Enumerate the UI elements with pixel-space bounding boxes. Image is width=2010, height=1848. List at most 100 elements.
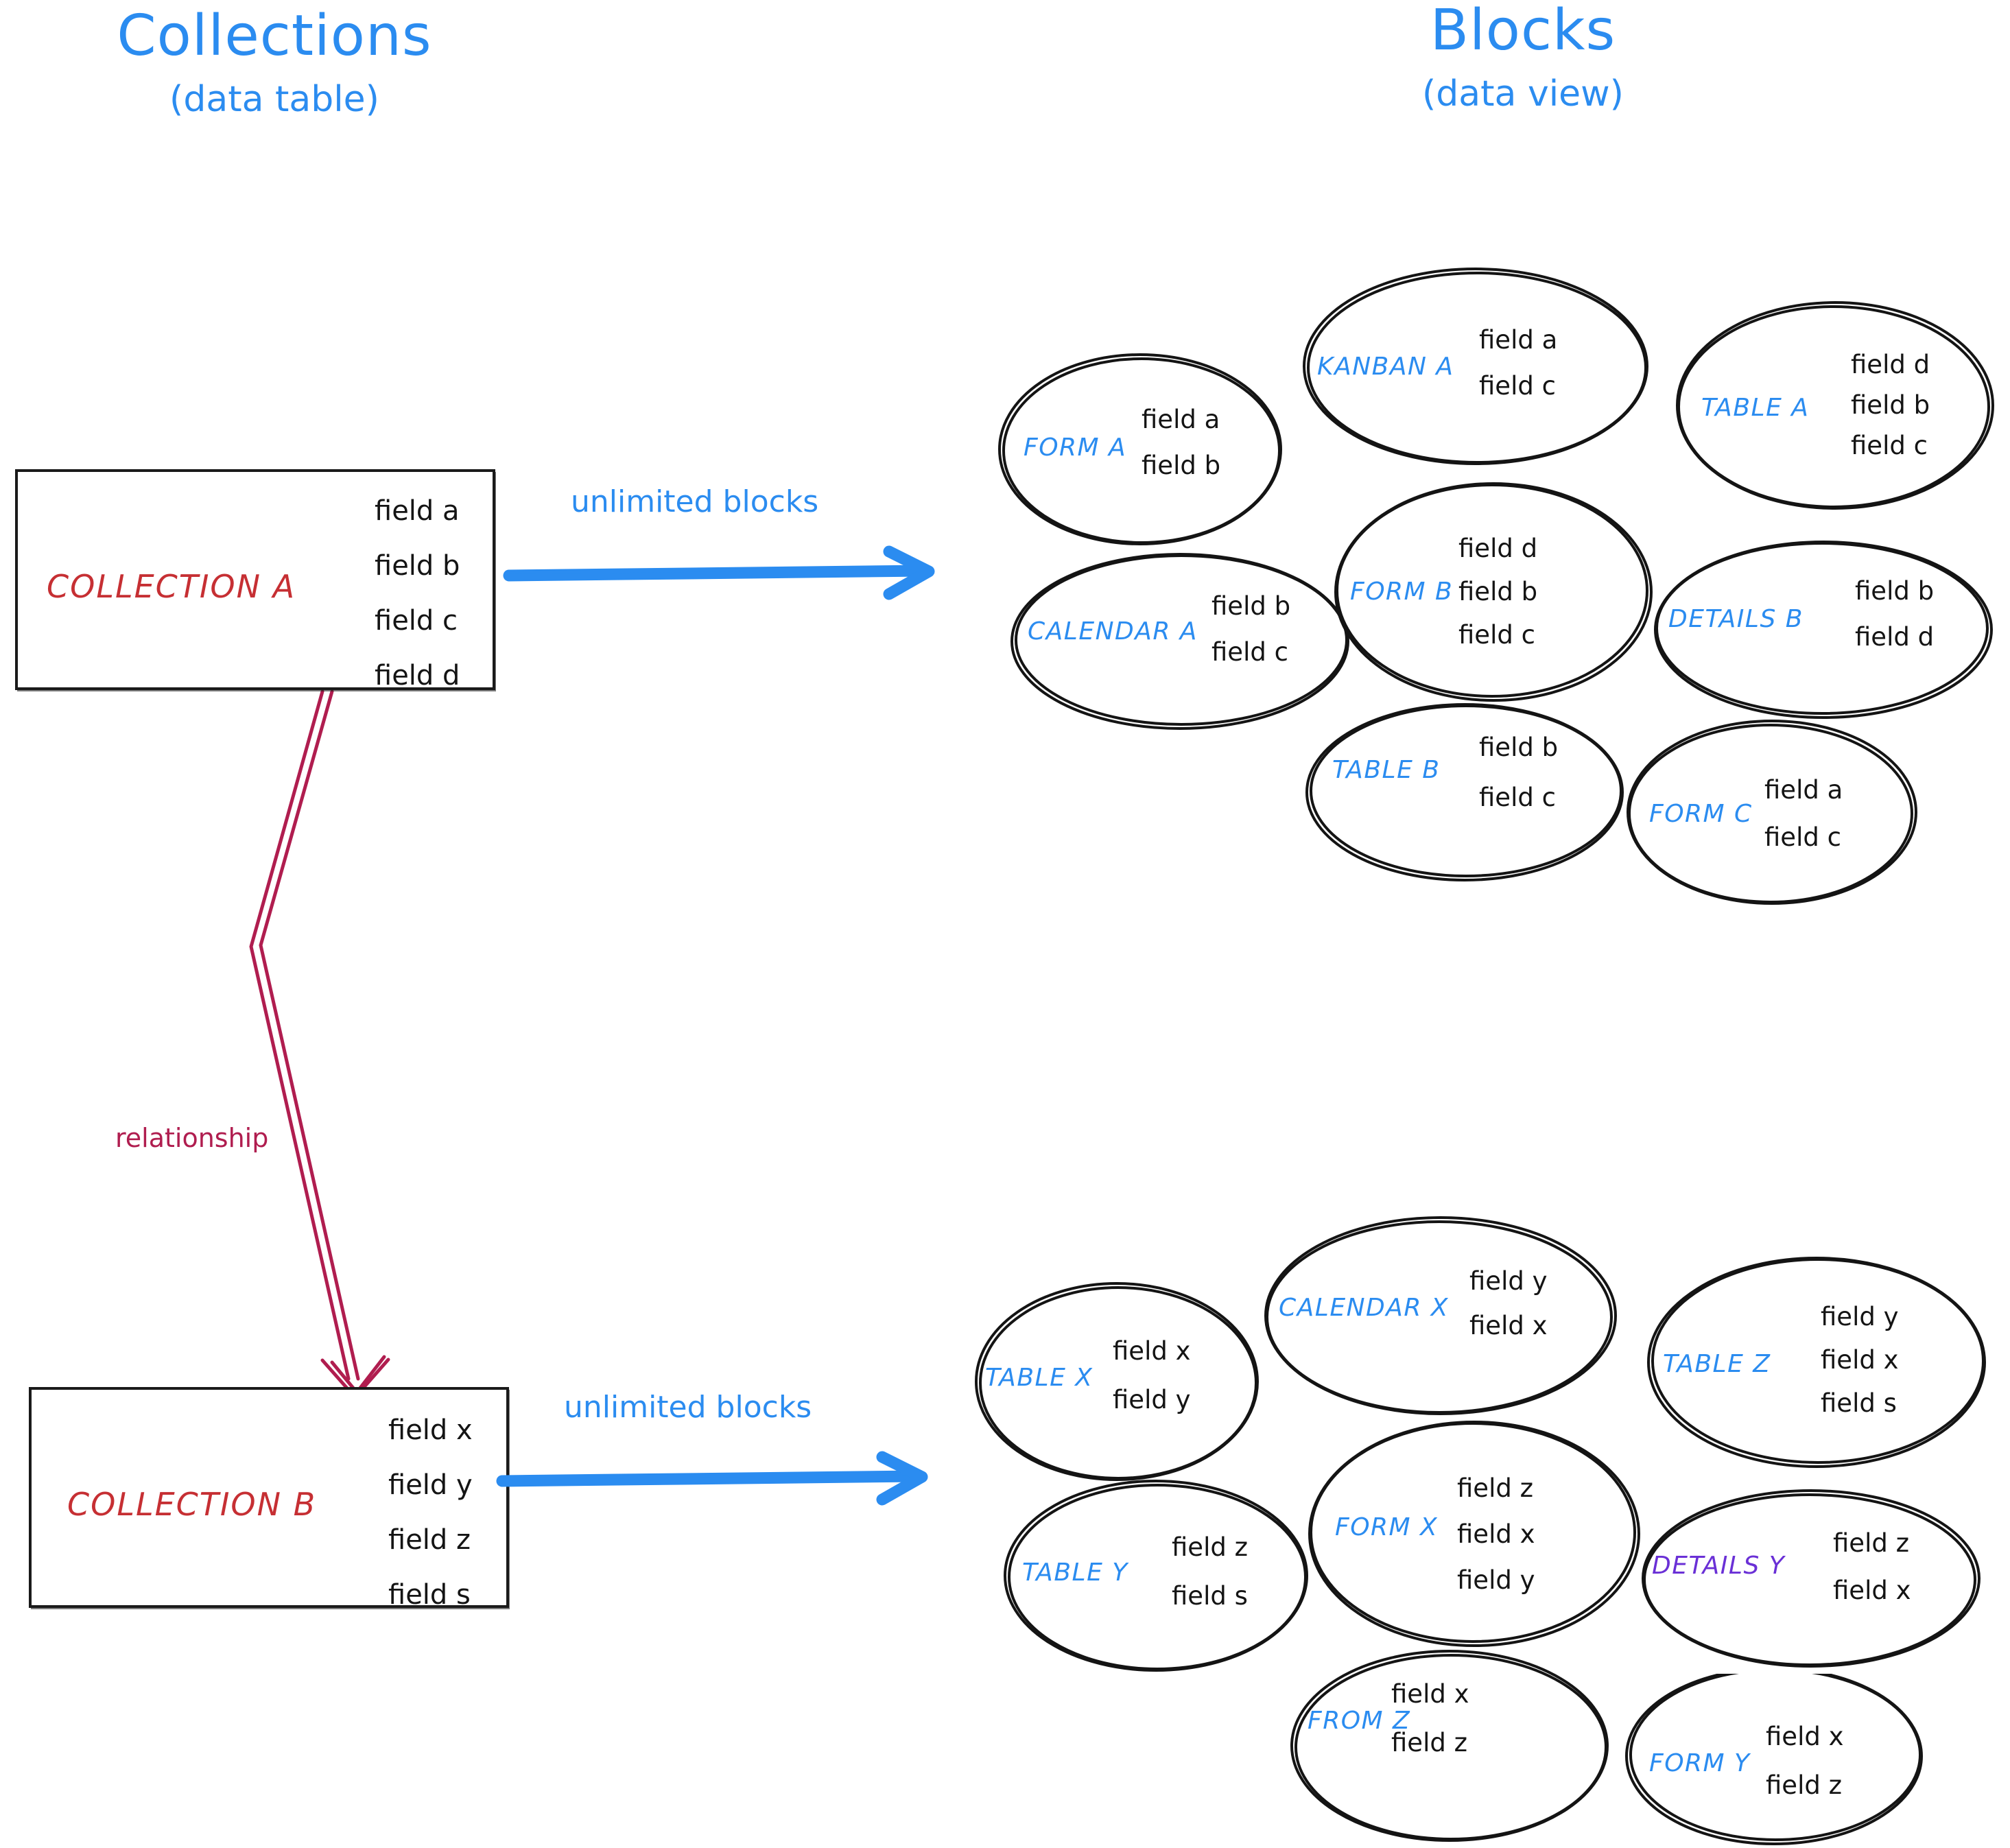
field-item: field s <box>1821 1388 1897 1418</box>
block-details-b[interactable]: DETAILS B field b field d <box>1652 536 1995 723</box>
block-kanban-a[interactable]: KANBAN A field a field c <box>1301 263 1651 469</box>
block-table-z[interactable]: TABLE Z field y field x field s <box>1645 1253 1988 1472</box>
field-item: field z <box>1172 1532 1249 1562</box>
heading-blocks: Blocks (data view) <box>1276 1 1770 113</box>
field-item: field d <box>1855 622 1935 652</box>
arrow-collection-a-to-blocks: unlimited blocks <box>503 480 947 611</box>
field-item: field x <box>1469 1311 1548 1340</box>
block-form-a[interactable]: FORM A field a field b <box>996 350 1284 549</box>
block-form-x[interactable]: FORM X field z field x field y <box>1306 1417 1642 1650</box>
field-item: field b <box>1458 577 1538 606</box>
field-item: field z <box>1457 1473 1534 1503</box>
ellipse-shape <box>1625 1674 1923 1845</box>
heading-collections-subtitle: (data table) <box>169 79 379 121</box>
field-item: field d <box>375 660 460 691</box>
block-label: TABLE X <box>985 1364 1093 1392</box>
ellipse-shape <box>1334 482 1653 702</box>
field-item: field b <box>1142 451 1221 480</box>
ellipse-shape <box>975 1282 1259 1481</box>
collection-b-box[interactable]: COLLECTION B field x field y field z fie… <box>29 1387 509 1611</box>
block-label: TABLE A <box>1701 394 1810 422</box>
block-table-y[interactable]: TABLE Y field z field s <box>1002 1476 1310 1675</box>
field-item: field y <box>1457 1565 1535 1595</box>
field-item: field a <box>1142 405 1220 434</box>
arrow-b-label: unlimited blocks <box>564 1390 812 1425</box>
block-field-list: field d field b field c <box>1851 350 1930 460</box>
block-label: TABLE Z <box>1663 1350 1771 1378</box>
block-field-list: field x field z <box>1391 1679 1469 1757</box>
ellipse-shape <box>1308 1421 1640 1647</box>
ellipse-shape <box>1290 1650 1609 1842</box>
field-item: field a <box>1764 775 1843 805</box>
block-field-list: field x field y <box>1113 1336 1191 1414</box>
block-calendar-a[interactable]: CALENDAR A field b field c <box>1008 549 1351 734</box>
field-item: field y <box>1113 1385 1191 1414</box>
field-item: field d <box>1458 534 1538 563</box>
ellipse-shape <box>1004 1480 1308 1672</box>
heading-blocks-subtitle: (data view) <box>1422 73 1624 115</box>
block-field-list: field a field c <box>1764 775 1843 852</box>
block-form-y[interactable]: FORM Y field x field z <box>1623 1674 1925 1848</box>
ellipse-shape <box>1647 1257 1986 1468</box>
block-label: DETAILS Y <box>1652 1552 1786 1580</box>
block-field-list: field a field c <box>1479 325 1557 401</box>
field-item: field b <box>1851 390 1930 420</box>
field-item: field x <box>1766 1722 1844 1751</box>
field-item: field c <box>1764 822 1841 852</box>
block-from-z[interactable]: FROM Z field x field z <box>1288 1646 1611 1845</box>
field-item: field y <box>388 1469 473 1501</box>
field-item: field d <box>1851 350 1930 379</box>
ellipse-shape <box>1264 1216 1617 1415</box>
block-label: FORM B <box>1350 578 1454 606</box>
field-item: field z <box>1391 1728 1468 1757</box>
field-item: field a <box>1479 325 1558 355</box>
collection-a-box[interactable]: COLLECTION A field a field b field c fie… <box>15 469 495 691</box>
relationship-label: relationship <box>115 1123 269 1153</box>
block-label: CALENDAR A <box>1028 617 1198 645</box>
block-table-b[interactable]: TABLE B field b field c <box>1303 700 1626 885</box>
field-item: field c <box>375 605 458 637</box>
block-field-list: field z field x <box>1833 1528 1911 1605</box>
field-item: field x <box>1113 1336 1191 1366</box>
arrow-a-glyph <box>503 545 935 600</box>
collection-b-field-list: field x field y field z field s <box>388 1414 473 1611</box>
heading-blocks-title: Blocks <box>1430 0 1616 63</box>
field-item: field y <box>1821 1302 1899 1331</box>
collection-a-field-list: field a field b field c field d <box>375 495 460 691</box>
block-field-list: field d field b field c <box>1458 534 1537 650</box>
ellipse-shape <box>1303 268 1648 465</box>
block-field-list: field a field b <box>1142 405 1220 480</box>
block-table-a[interactable]: TABLE A field d field b field c <box>1674 296 1996 514</box>
block-field-list: field y field x <box>1469 1266 1548 1340</box>
field-item: field x <box>1821 1345 1899 1375</box>
block-label: DETAILS B <box>1668 605 1804 633</box>
field-item: field c <box>1458 620 1535 650</box>
collection-a-name: COLLECTION A <box>47 568 296 605</box>
block-table-x[interactable]: TABLE X field x field y <box>973 1279 1261 1484</box>
field-item: field z <box>1766 1770 1843 1800</box>
field-item: field x <box>388 1414 473 1446</box>
block-form-c[interactable]: FORM C field a field c <box>1624 716 1919 908</box>
field-item: field x <box>1391 1679 1469 1709</box>
block-field-list: field z field x field y <box>1457 1473 1535 1595</box>
field-item: field c <box>1479 371 1556 401</box>
field-item: field b <box>1479 733 1559 762</box>
field-item: field y <box>1469 1266 1548 1296</box>
block-form-b[interactable]: FORM B field d field b field c <box>1332 479 1655 705</box>
block-label: FORM A <box>1024 434 1127 462</box>
field-item: field c <box>1479 783 1556 812</box>
block-calendar-x[interactable]: CALENDAR X field y field x <box>1262 1213 1619 1419</box>
arrow-b-glyph <box>496 1451 928 1506</box>
ellipse-shape <box>1010 553 1349 730</box>
heading-collections: Collections (data table) <box>41 3 508 121</box>
block-label: TABLE B <box>1332 756 1441 784</box>
block-field-list: field y field x field s <box>1821 1302 1899 1418</box>
ellipse-shape <box>1627 720 1917 905</box>
field-item: field s <box>388 1579 471 1611</box>
block-label: FROM Z <box>1308 1707 1411 1735</box>
heading-collections-title: Collections <box>117 3 432 69</box>
ellipse-shape <box>1642 1489 1981 1668</box>
block-details-y[interactable]: DETAILS Y field z field x <box>1640 1486 1983 1671</box>
block-field-list: field z field s <box>1172 1532 1248 1611</box>
field-item: field c <box>1851 431 1928 460</box>
